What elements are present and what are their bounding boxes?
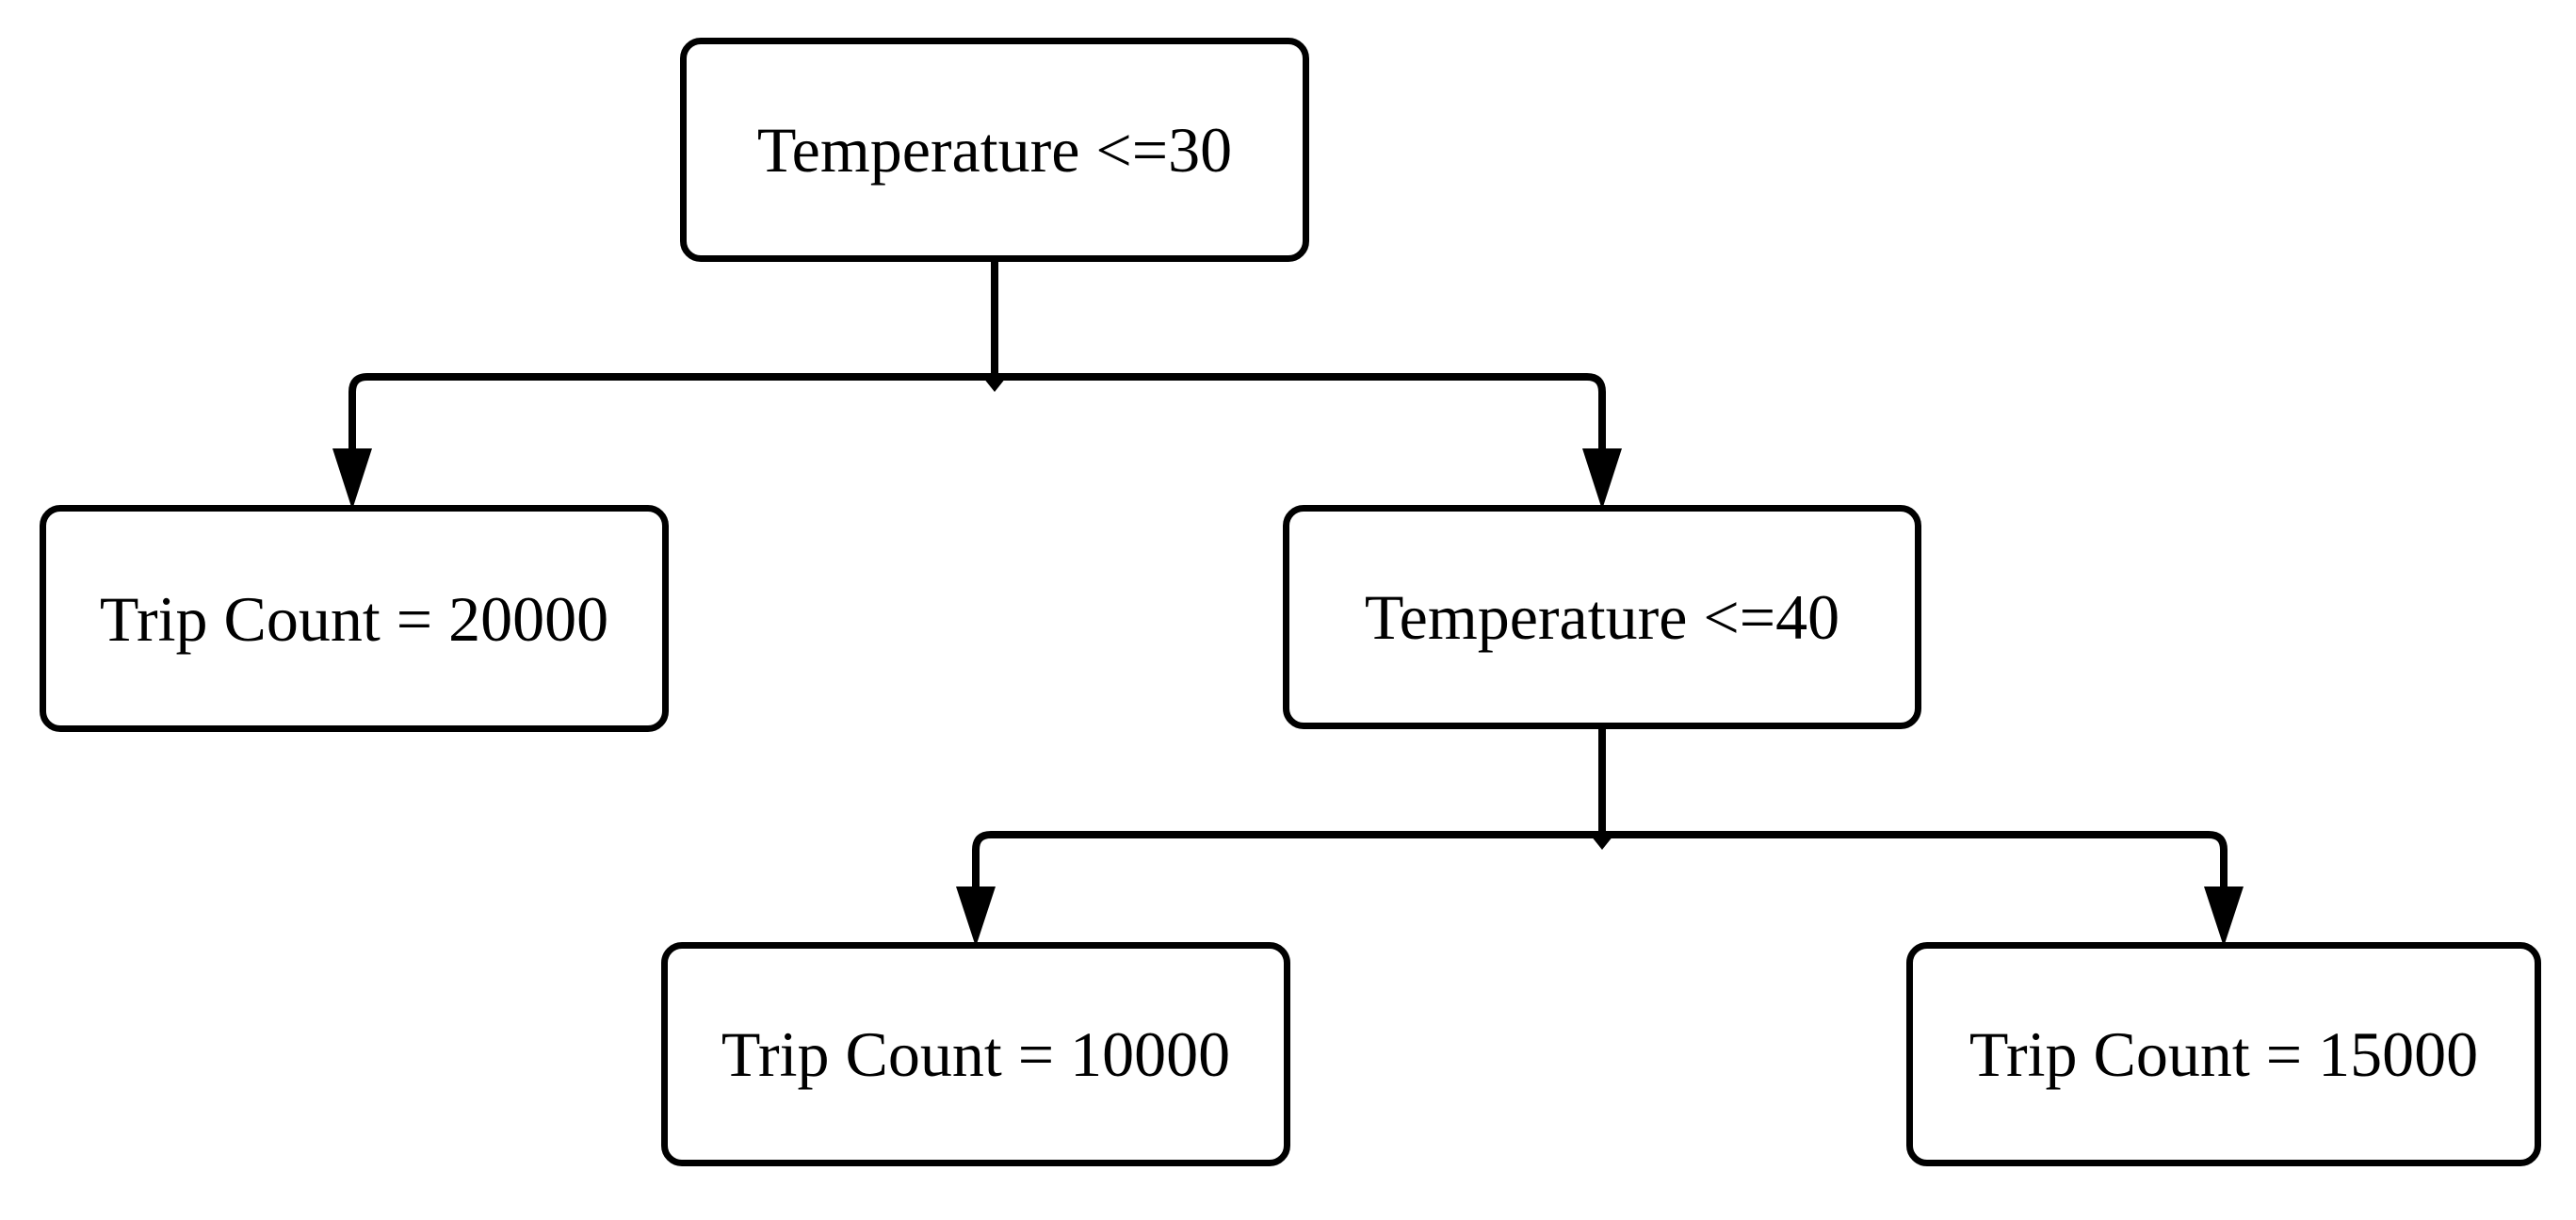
junction-notch	[983, 378, 1006, 392]
node-temperature-root: Temperature <=30	[680, 38, 1309, 262]
node-label: Trip Count = 15000	[1968, 1018, 2479, 1090]
arrowhead-icon	[1582, 448, 1622, 510]
node-trip-count-10000: Trip Count = 10000	[661, 942, 1290, 1166]
edge-root-to-node-right	[991, 261, 1606, 448]
node-label: Trip Count = 20000	[99, 582, 609, 655]
edge-node-right-to-leaf-mid	[972, 729, 1606, 887]
node-temperature-40: Temperature <=40	[1283, 505, 1921, 729]
node-trip-count-15000: Trip Count = 15000	[1906, 942, 2541, 1166]
arrowhead-icon	[332, 448, 372, 510]
node-label: Temperature <=40	[1364, 581, 1840, 653]
node-label: Trip Count = 10000	[721, 1018, 1231, 1090]
arrowhead-icon	[956, 887, 996, 947]
arrowhead-icon	[2204, 887, 2244, 947]
node-trip-count-20000: Trip Count = 20000	[40, 505, 669, 732]
junction-notch	[1591, 836, 1613, 850]
node-label: Temperature <=30	[756, 114, 1233, 186]
edge-node-right-to-leaf-right	[1598, 729, 2228, 887]
edge-root-to-leaf-left	[348, 261, 998, 448]
